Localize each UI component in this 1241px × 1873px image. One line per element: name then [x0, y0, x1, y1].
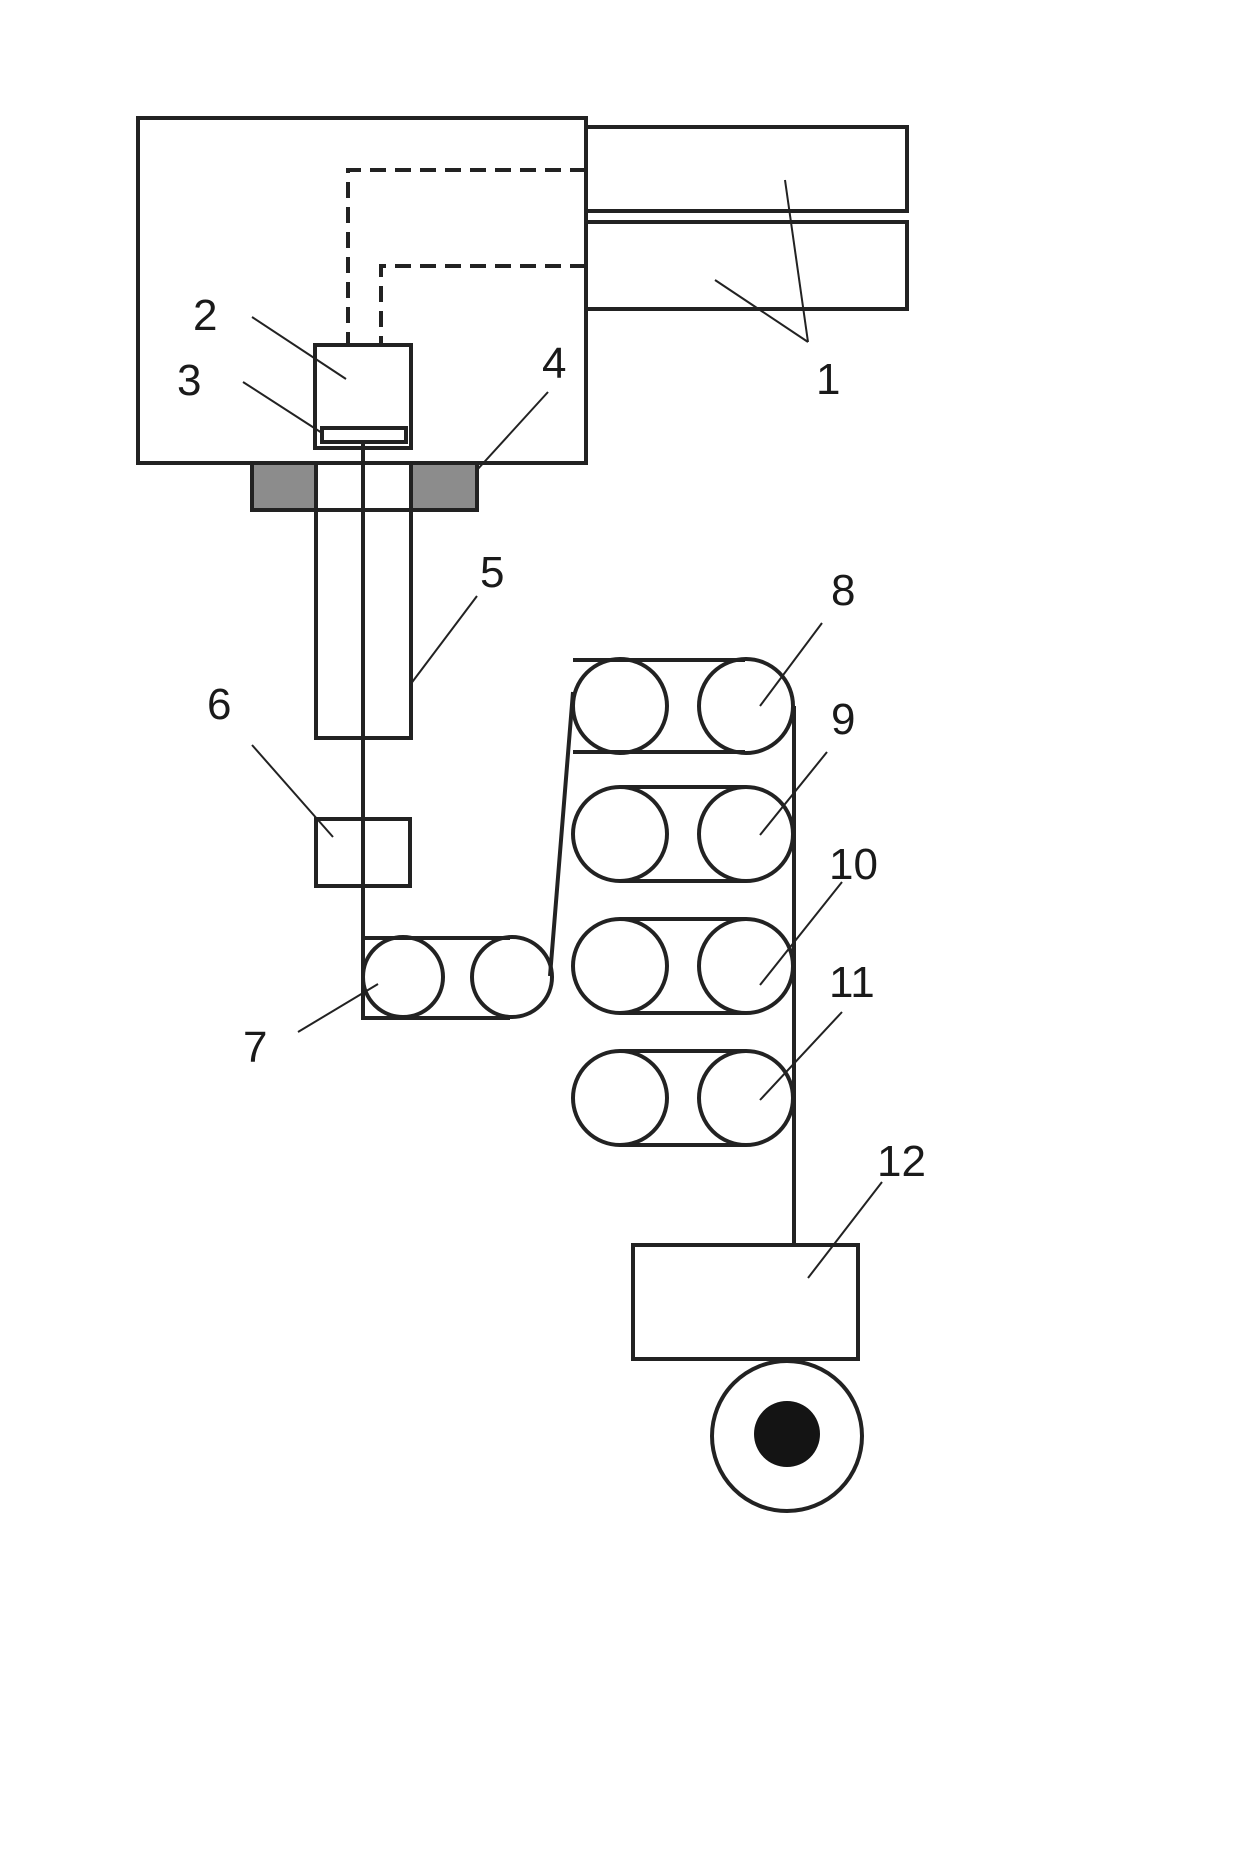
label-11: 11 [829, 958, 875, 1007]
leader-7 [298, 984, 378, 1032]
godet-10-right [699, 919, 793, 1013]
godet-11-right [699, 1051, 793, 1145]
leader-12 [808, 1182, 882, 1278]
leader-2 [252, 317, 346, 379]
label-7: 7 [243, 1023, 267, 1072]
label-5: 5 [480, 548, 504, 597]
label-12: 12 [877, 1137, 926, 1186]
leader-1a [785, 180, 808, 342]
fiber-threadline [363, 442, 794, 1245]
godet-8-right [699, 659, 793, 753]
leader-6 [252, 745, 333, 837]
takeoff-roller-left [363, 937, 443, 1017]
label-2: 2 [193, 291, 217, 340]
godet-8-left [573, 659, 667, 753]
feeder-upper [586, 127, 907, 211]
godet-11-left [573, 1051, 667, 1145]
leader-11 [760, 1012, 842, 1100]
takeoff-roller-right [472, 937, 552, 1017]
leader-4 [477, 392, 548, 470]
insulation-block-right [411, 463, 477, 510]
label-8: 8 [831, 566, 855, 615]
label-9: 9 [831, 695, 855, 744]
leader-3 [243, 382, 322, 433]
label-3: 3 [177, 356, 201, 405]
godet-10-left [573, 919, 667, 1013]
label-10: 10 [829, 840, 878, 889]
winder [633, 1245, 858, 1359]
spin-pack [315, 345, 411, 448]
godet-9-left [573, 787, 667, 881]
label-1: 1 [816, 355, 840, 404]
bobbin-core [754, 1401, 820, 1467]
spinneret [322, 428, 406, 442]
label-6: 6 [207, 680, 231, 729]
feeder-lower [586, 222, 907, 309]
label-4: 4 [542, 339, 566, 388]
insulation-block-left [252, 463, 316, 510]
feed-line-dashed-inner [381, 266, 586, 345]
fiber-spinning-diagram: 1 2 3 4 5 6 7 8 9 10 11 12 [0, 0, 1049, 1575]
godet-9-right [699, 787, 793, 881]
feed-line-dashed-outer [348, 170, 586, 345]
leader-5 [410, 596, 477, 685]
